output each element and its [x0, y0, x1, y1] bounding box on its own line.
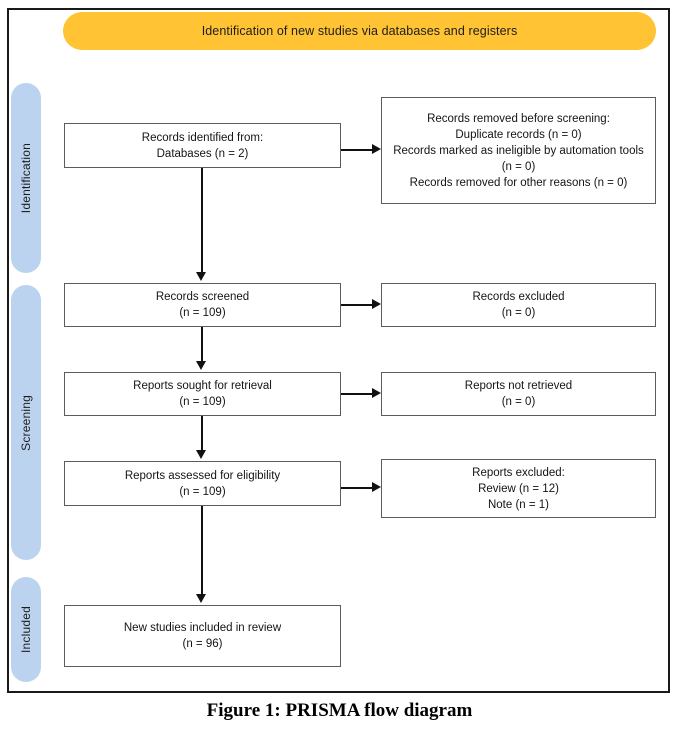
stage-tab-identification: Identification — [11, 83, 41, 273]
node-new-studies-included-line1: New studies included in review — [123, 622, 282, 634]
node-reports-excluded-line2: Review (n = 12) — [478, 482, 559, 495]
connector-screened-to-sought — [201, 327, 203, 363]
stage-tab-identification-label: Identification — [19, 142, 33, 214]
node-records-identified-line2: Databases (n = 2) — [156, 147, 249, 160]
node-reports-not-retrieved: Reports not retrieved (n = 0) — [381, 372, 656, 416]
arrow-assessed-to-included — [196, 594, 206, 603]
figure-caption: Figure 1: PRISMA flow diagram — [206, 700, 473, 721]
arrow-screened-to-sought — [196, 361, 206, 370]
node-records-screened-line1: Records screened — [155, 291, 250, 303]
node-reports-not-retrieved-line1: Reports not retrieved — [464, 380, 573, 392]
arrow-assessed-to-reports-excluded — [372, 482, 381, 492]
node-new-studies-included-line2: (n = 96) — [182, 638, 223, 650]
node-reports-not-retrieved-line2: (n = 0) — [501, 396, 536, 408]
connector-sought-to-assessed — [201, 416, 203, 452]
arrow-sought-to-assessed — [196, 450, 206, 459]
connector-identified-to-screened — [201, 168, 203, 274]
arrow-sought-to-not-retrieved — [372, 388, 381, 398]
node-records-removed-line2: Duplicate records (n = 0) — [455, 128, 582, 141]
node-reports-sought: Reports sought for retrieval (n = 109) — [64, 372, 341, 416]
node-reports-sought-line2: (n = 109) — [179, 396, 226, 408]
connector-assessed-to-included — [201, 506, 203, 596]
stage-tab-included: Included — [11, 577, 41, 682]
node-records-identified-line1: Records identified from: — [141, 131, 264, 144]
node-reports-assessed-line1: Reports assessed for eligibility — [124, 469, 281, 482]
node-records-removed-line4: Records removed for other reasons (n = 0… — [409, 176, 628, 189]
node-reports-sought-line1: Reports sought for retrieval — [133, 380, 272, 392]
connector-screened-to-excluded — [341, 304, 374, 306]
node-records-excluded: Records excluded (n = 0) — [381, 283, 656, 327]
banner-label: Identification of new studies via databa… — [201, 24, 518, 38]
connector-identified-to-removed — [341, 149, 374, 151]
connector-sought-to-not-retrieved — [341, 393, 374, 395]
node-records-excluded-line1: Records excluded — [472, 291, 565, 303]
node-records-removed-line3: Records marked as ineligible by automati… — [393, 144, 644, 173]
stage-tab-included-label: Included — [19, 606, 33, 653]
node-reports-assessed: Reports assessed for eligibility (n = 10… — [64, 461, 341, 506]
node-records-removed-line1: Records removed before screening: — [427, 112, 610, 125]
node-reports-assessed-line2: (n = 109) — [179, 485, 226, 498]
node-reports-excluded-line3: Note (n = 1) — [487, 498, 550, 511]
node-records-screened-line2: (n = 109) — [179, 307, 226, 319]
diagram-banner-title: Identification of new studies via databa… — [63, 12, 656, 50]
node-new-studies-included: New studies included in review (n = 96) — [64, 605, 341, 667]
connector-assessed-to-reports-excluded — [341, 487, 374, 489]
arrow-identified-to-removed — [372, 144, 381, 154]
stage-tab-screening-label: Screening — [19, 394, 33, 451]
stage-tab-screening: Screening — [11, 285, 41, 560]
node-reports-excluded-line1: Reports excluded: — [472, 466, 565, 479]
arrow-identified-to-screened — [196, 272, 206, 281]
arrow-screened-to-excluded — [372, 299, 381, 309]
node-records-identified: Records identified from: Databases (n = … — [64, 123, 341, 168]
node-records-removed: Records removed before screening: Duplic… — [381, 97, 656, 204]
node-reports-excluded: Reports excluded: Review (n = 12) Note (… — [381, 459, 656, 518]
node-records-screened: Records screened (n = 109) — [64, 283, 341, 327]
node-records-excluded-line2: (n = 0) — [501, 307, 536, 319]
